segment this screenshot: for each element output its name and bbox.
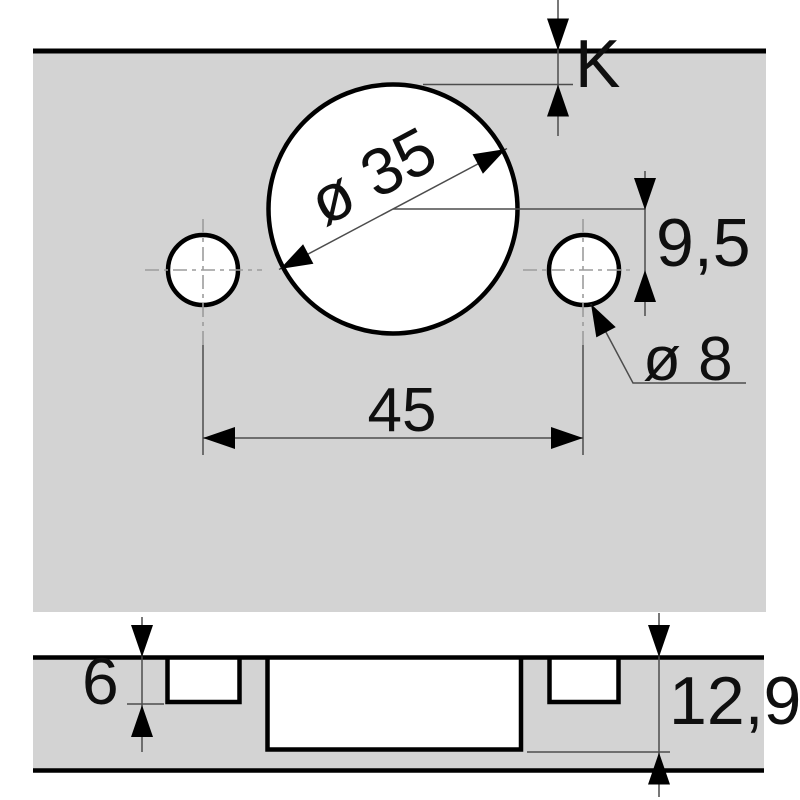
dim-drilling-depth-arrow-top xyxy=(648,625,670,657)
label-edge-distance: K xyxy=(575,26,620,102)
dim-offset-arrow-bottom xyxy=(634,270,656,302)
dim-spacing-arrow-right xyxy=(551,427,583,449)
dim-k-arrow-bottom xyxy=(547,84,569,117)
label-drilling-depth: 12,9 xyxy=(669,663,800,739)
section-cup-hole xyxy=(265,656,524,752)
dim-offset-arrow-top xyxy=(634,178,656,210)
dim-cup-diameter-arrow-left xyxy=(280,244,314,269)
label-screw-offset: 9,5 xyxy=(656,205,751,281)
dim-drilling-depth-arrow-bottom xyxy=(648,752,670,785)
label-screw-depth: 6 xyxy=(82,644,119,718)
dim-spacing-arrow-left xyxy=(203,427,235,449)
leader-screw-diameter-arrow xyxy=(591,304,616,338)
dim-k-arrow-top xyxy=(547,18,569,51)
dim-screw-depth-arrow-bottom xyxy=(131,705,153,737)
section-screw-hole-right xyxy=(547,656,621,705)
dim-screw-depth-arrow-top xyxy=(131,625,153,657)
dim-cup-diameter-arrow-right xyxy=(472,149,506,174)
label-screw-diameter: ø 8 xyxy=(643,325,733,394)
label-screw-spacing: 45 xyxy=(368,376,437,445)
section-screw-hole-left xyxy=(165,656,242,705)
